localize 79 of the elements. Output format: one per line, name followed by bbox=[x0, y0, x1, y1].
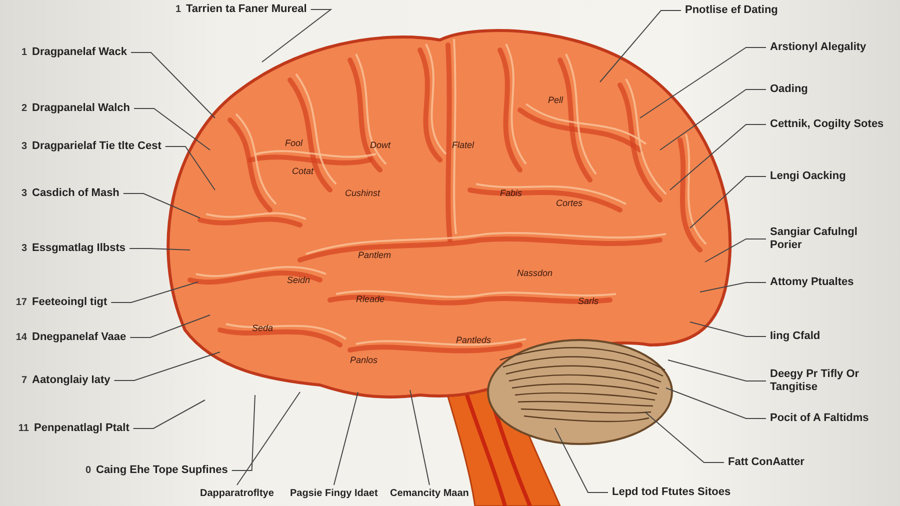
leader-line bbox=[122, 193, 200, 218]
leader-line bbox=[668, 360, 766, 382]
callout-number: 0 bbox=[85, 464, 91, 477]
part-label: Panlos bbox=[350, 355, 378, 366]
part-label: Sarls bbox=[578, 296, 599, 307]
leader-line bbox=[134, 108, 210, 150]
part-label: Rleade bbox=[356, 294, 385, 305]
callout-heading: Lengi Oacking bbox=[770, 170, 846, 183]
callout-number: 7 bbox=[21, 374, 27, 387]
callout-number: 2 bbox=[21, 102, 27, 115]
leader-line bbox=[410, 390, 430, 486]
leader-line bbox=[129, 248, 190, 250]
callout-heading: Casdich of Mash bbox=[32, 187, 120, 200]
part-label: Flatel bbox=[452, 140, 474, 151]
leader-line bbox=[690, 176, 766, 228]
part-label: Cortes bbox=[556, 198, 583, 209]
callout-heading: Pocit of A Faltidms bbox=[770, 412, 869, 425]
leader-line bbox=[666, 388, 766, 419]
callout-heading: Essgmatlag Ilbsts bbox=[32, 242, 126, 255]
leader-line bbox=[704, 238, 766, 262]
part-label: Seda bbox=[252, 323, 274, 334]
leader-line bbox=[130, 314, 210, 338]
leader-line bbox=[640, 47, 766, 118]
callout-heading: Cemancity Maan bbox=[390, 487, 469, 500]
part-label: Cotat bbox=[292, 166, 314, 177]
callout-heading: Caing Ehe Tope Supfines bbox=[96, 464, 228, 477]
leader-line bbox=[690, 322, 766, 337]
callout-heading: Tarrien ta Faner Mureal bbox=[186, 3, 307, 16]
callout-number: 3 bbox=[21, 187, 27, 200]
callout-heading: Dnegpanelaf Vaae bbox=[32, 331, 126, 344]
callout-heading: Arstionyl Alegality bbox=[770, 41, 866, 54]
callout-number: 1 bbox=[175, 3, 181, 16]
leader-line bbox=[132, 400, 206, 429]
callout-heading: Sangiar Cafulngl Porier bbox=[770, 226, 890, 252]
callout-heading: Attomy Ptualtes bbox=[770, 276, 854, 289]
part-label: Cushinst bbox=[345, 188, 380, 199]
leader-line bbox=[670, 124, 766, 190]
part-label: Pantleds bbox=[456, 335, 492, 346]
callout-number: 3 bbox=[21, 140, 27, 153]
part-label: Pantlem bbox=[358, 250, 392, 261]
callout-heading: Iing Cfald bbox=[770, 330, 820, 343]
callout-heading: Lepd tod Ftutes Sitoes bbox=[612, 486, 731, 499]
part-label: Pell bbox=[548, 95, 564, 106]
callout-heading: Pagsie Fingy Idaet bbox=[290, 487, 378, 500]
callout-heading: Dragparielaf Tie tlte Cest bbox=[32, 140, 162, 153]
leader-line bbox=[554, 428, 608, 493]
callout-heading: Pnotlise ef Dating bbox=[685, 4, 778, 17]
leader-line bbox=[700, 282, 766, 292]
callout-heading: Deegy Pr Tifly Or Tangitise bbox=[770, 368, 890, 394]
leader-line bbox=[262, 9, 332, 62]
part-label: Seidn bbox=[287, 275, 310, 286]
callout-number: 14 bbox=[16, 331, 27, 344]
leader-line bbox=[660, 89, 766, 150]
callout-heading: Dapparatrofltye bbox=[200, 487, 274, 500]
callout-number: 17 bbox=[16, 296, 27, 309]
part-label: Dowt bbox=[370, 140, 391, 151]
callout-heading: Aatonglaiy Iaty bbox=[32, 374, 110, 387]
leader-line bbox=[644, 412, 724, 463]
callout-heading: Penpenatlagl Ptalt bbox=[34, 422, 130, 435]
leader-line bbox=[600, 10, 682, 82]
leader-line bbox=[333, 392, 358, 486]
leader-line bbox=[236, 392, 300, 486]
part-label: Nassdon bbox=[517, 268, 553, 279]
leader-line bbox=[114, 352, 220, 381]
callout-number: 1 bbox=[21, 46, 27, 59]
leader-line bbox=[130, 52, 216, 118]
callout-heading: Feeteoingl tigt bbox=[32, 296, 108, 309]
leader-line bbox=[231, 394, 256, 471]
callout-number: 3 bbox=[21, 242, 27, 255]
part-label: Fool bbox=[285, 138, 303, 149]
part-label: Fabis bbox=[500, 188, 522, 199]
leader-line bbox=[164, 146, 216, 190]
callout-heading: Oading bbox=[770, 83, 808, 96]
callout-heading: Dragpanelal Walch bbox=[32, 102, 130, 115]
leader-line bbox=[110, 282, 198, 303]
callout-number: 11 bbox=[18, 422, 29, 435]
callout-heading: Fatt ConAatter bbox=[728, 456, 804, 469]
callout-heading: Dragpanelaf Wack bbox=[32, 46, 127, 59]
callout-heading: Cettnik, Cogilty Sotes bbox=[770, 118, 884, 131]
